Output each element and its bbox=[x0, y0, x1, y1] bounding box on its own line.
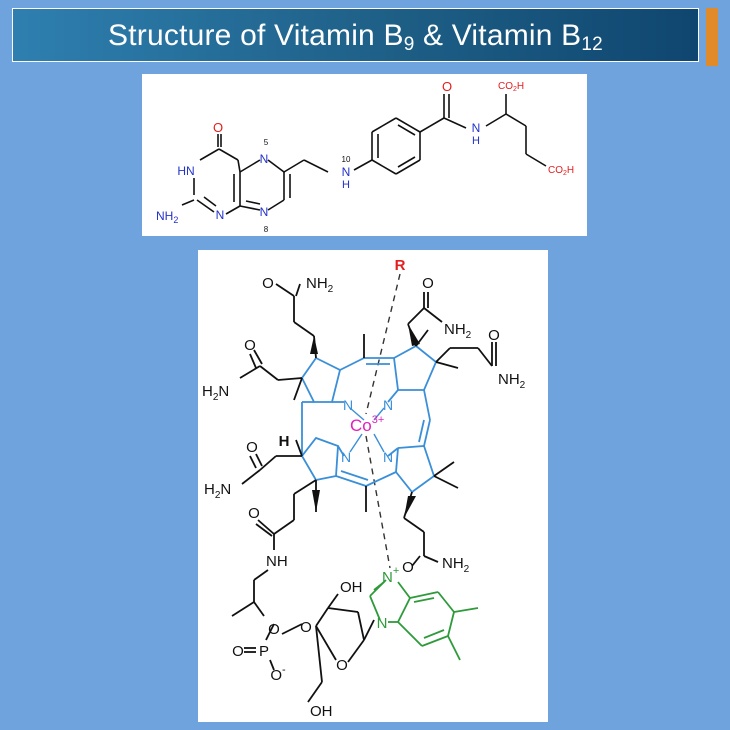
title-sub1: 9 bbox=[403, 34, 415, 55]
b12-h2n-5-subscript: 2 bbox=[215, 490, 221, 501]
b9-carboxyl-top: CO2H bbox=[498, 81, 524, 93]
b12-nh-amide: NH bbox=[266, 553, 288, 570]
b9-amide-n: N bbox=[472, 121, 481, 135]
title-accent-bar bbox=[706, 8, 718, 66]
b12-n-benz1: N bbox=[382, 569, 393, 586]
b12-phosphorus: P bbox=[259, 643, 269, 660]
b12-co-n-bonds bbox=[349, 407, 385, 453]
b12-side-chains bbox=[231, 283, 497, 703]
b12-r-group: R bbox=[395, 257, 406, 274]
title-sub2: 12 bbox=[581, 34, 603, 55]
b9-nh-text: NH bbox=[156, 209, 173, 223]
b9-co-top: CO bbox=[498, 81, 513, 92]
vitamin-b9-panel: O HN NH2 N N N 5 8 10 N H O N H CO2H CO2… bbox=[142, 74, 587, 236]
b12-phosphate-double-oxygen: O bbox=[232, 643, 244, 660]
b9-n10-label: N bbox=[342, 165, 351, 179]
b9-co2-top-subscript: 2 bbox=[513, 86, 517, 93]
b12-h-5: H bbox=[204, 481, 215, 498]
b12-benzimidazole-n-plus: N+ bbox=[382, 565, 399, 586]
b12-nh2-2-subscript: 2 bbox=[466, 330, 472, 341]
b12-nh2-6-subscript: 2 bbox=[464, 564, 470, 575]
b12-ring-a-nitrogen: N bbox=[343, 397, 353, 413]
b12-ring-c-nitrogen: N bbox=[383, 449, 393, 465]
b12-amide-6: NH2 bbox=[442, 555, 470, 575]
b9-nh2-subscript: 2 bbox=[173, 215, 178, 225]
b9-amide-h: H bbox=[472, 135, 480, 147]
b12-benzimidazole bbox=[369, 579, 479, 661]
b9-carbonyl-oxygen: O bbox=[213, 120, 223, 135]
b9-position-8: 8 bbox=[264, 225, 269, 234]
b12-o-minus: - bbox=[282, 664, 286, 676]
vitamin-b12-structure: R Co3+ O NH2 O NH2 O H2N O NH2 O H2N O N… bbox=[202, 257, 526, 720]
b12-benzimidazole-n: N bbox=[377, 615, 388, 632]
b12-h-3: H bbox=[202, 383, 213, 400]
b12-ribose-hydroxyl: OH bbox=[340, 579, 363, 596]
b12-amide-1: NH2 bbox=[306, 275, 334, 295]
b12-o4: O bbox=[488, 327, 500, 344]
b12-o3: O bbox=[244, 337, 256, 354]
b12-cobalt-label: Co3+ bbox=[350, 414, 384, 435]
b12-h2n-3-n: N bbox=[218, 383, 229, 400]
b12-amide-5: H2N bbox=[204, 481, 231, 501]
b9-co2h-top-h: H bbox=[517, 81, 524, 92]
b12-stereo-hydrogen: H bbox=[279, 433, 290, 450]
b12-amide-3: H2N bbox=[202, 383, 229, 403]
b9-hn-label: HN bbox=[177, 164, 194, 178]
b9-co2-bottom-subscript: 2 bbox=[563, 170, 567, 177]
b12-nh-2: NH bbox=[444, 321, 466, 338]
b12-amide-4: NH2 bbox=[498, 371, 526, 391]
b12-o1: O bbox=[262, 275, 274, 292]
b12-o7: O bbox=[248, 505, 260, 522]
b9-position-10: 10 bbox=[342, 155, 351, 164]
b12-co-charge: 3+ bbox=[372, 414, 385, 426]
b12-nh-1: NH bbox=[306, 275, 328, 292]
b9-co2h-bottom-h: H bbox=[567, 165, 574, 176]
vitamin-b9-structure: O HN NH2 N N N 5 8 10 N H O N H CO2H CO2… bbox=[156, 79, 574, 234]
b9-carboxyl-bottom: CO2H bbox=[548, 165, 574, 177]
b12-axial-bonds bbox=[365, 273, 401, 569]
b12-o6: O bbox=[402, 559, 414, 576]
page-title: Structure of Vitamin B9 & Vitamin B12 bbox=[13, 19, 698, 55]
b12-ring-b-nitrogen: N bbox=[383, 397, 393, 413]
b9-amide-oxygen: O bbox=[442, 79, 452, 94]
b9-co-bottom: CO bbox=[548, 165, 563, 176]
b12-nh-4: NH bbox=[498, 371, 520, 388]
b12-o2: O bbox=[422, 275, 434, 292]
b9-n10-hydrogen: H bbox=[342, 179, 350, 191]
b9-amino-group: NH2 bbox=[156, 209, 178, 225]
title-part1: Structure of Vitamin B bbox=[108, 19, 404, 52]
b12-h2n-5-n: N bbox=[220, 481, 231, 498]
b9-bonds bbox=[181, 94, 547, 215]
b12-corrin-ring bbox=[300, 344, 438, 494]
title-part2: & Vitamin B bbox=[414, 19, 582, 52]
b12-h2n-3-subscript: 2 bbox=[213, 392, 219, 403]
b9-n5-label: N bbox=[260, 152, 269, 166]
b12-n-plus: + bbox=[393, 565, 399, 577]
title-banner: Structure of Vitamin B9 & Vitamin B12 bbox=[12, 8, 699, 62]
b12-ester-oxygen: O bbox=[268, 621, 280, 638]
vitamin-b12-panel: R Co3+ O NH2 O NH2 O H2N O NH2 O H2N O N… bbox=[198, 250, 548, 722]
b12-o5: O bbox=[246, 439, 258, 456]
b12-nh2-4-subscript: 2 bbox=[520, 380, 526, 391]
b9-n8-label: N bbox=[260, 205, 269, 219]
b12-nh2-1-subscript: 2 bbox=[328, 284, 334, 295]
b12-o-p2: O bbox=[270, 667, 282, 684]
b9-position-5: 5 bbox=[264, 138, 269, 147]
b12-co-text: Co bbox=[350, 416, 372, 435]
b12-ribose-ch2oh: OH bbox=[310, 703, 333, 720]
b12-ring-d-nitrogen: N bbox=[341, 449, 351, 465]
b12-ribose-ring-oxygen: O bbox=[336, 657, 348, 674]
b12-wedge-bonds bbox=[310, 324, 420, 518]
b12-phosphate-bridge-oxygen: O bbox=[300, 619, 312, 636]
b12-phosphate-anion-oxygen: O- bbox=[270, 664, 286, 684]
b12-amide-2: NH2 bbox=[444, 321, 472, 341]
b12-nh-6: NH bbox=[442, 555, 464, 572]
b9-n1-label: N bbox=[216, 208, 225, 222]
